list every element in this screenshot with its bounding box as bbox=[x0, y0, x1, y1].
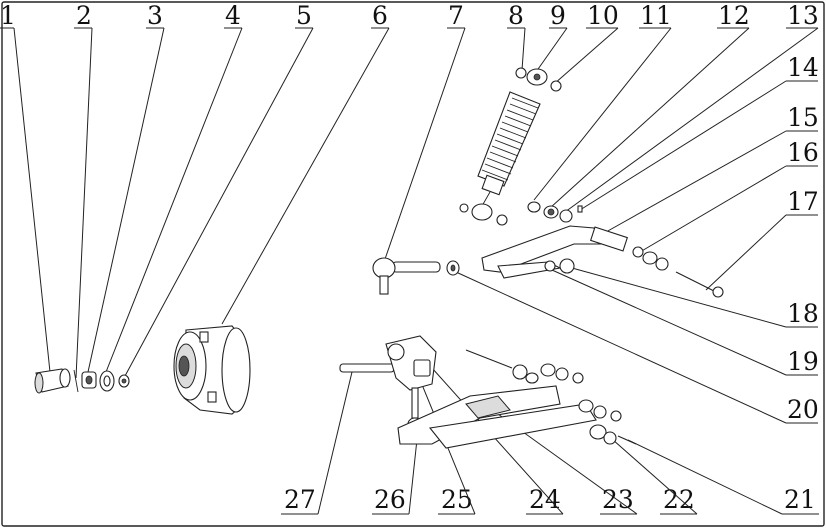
callout-9: 9 bbox=[550, 1, 566, 30]
callout-24: 24 bbox=[529, 485, 561, 514]
shock-absorber-icon bbox=[459, 67, 562, 226]
callout-23: 23 bbox=[602, 485, 634, 514]
callout-4: 4 bbox=[225, 1, 241, 30]
callout-7: 7 bbox=[448, 1, 464, 30]
callout-12: 12 bbox=[718, 1, 750, 30]
callout-13: 13 bbox=[787, 1, 819, 30]
callout-5: 5 bbox=[296, 1, 312, 30]
callout-3: 3 bbox=[147, 1, 163, 30]
brake-drum-hub-icon bbox=[173, 325, 251, 415]
callout-10: 10 bbox=[587, 1, 619, 30]
callout-25: 25 bbox=[441, 485, 473, 514]
callout-2: 2 bbox=[76, 1, 92, 30]
callout-27: 27 bbox=[284, 485, 316, 514]
leader-lines bbox=[13, 27, 819, 515]
washer-icon bbox=[99, 370, 115, 392]
castle-nut-icon bbox=[81, 371, 97, 389]
callout-18: 18 bbox=[787, 299, 819, 328]
callout-17: 17 bbox=[787, 187, 819, 216]
callout-1: 1 bbox=[0, 1, 16, 30]
small-washer-icon bbox=[446, 258, 575, 276]
callout-22: 22 bbox=[663, 485, 695, 514]
small-washer-icon bbox=[118, 374, 130, 388]
callout-20: 20 bbox=[787, 395, 819, 424]
callout-6: 6 bbox=[372, 1, 388, 30]
steering-knuckle-icon bbox=[339, 335, 437, 431]
callout-21: 21 bbox=[784, 485, 816, 514]
upper-a-arm-icon bbox=[481, 225, 724, 298]
callout-26: 26 bbox=[374, 485, 406, 514]
callout-14: 14 bbox=[787, 53, 819, 82]
callout-19: 19 bbox=[787, 347, 819, 376]
lower-a-arm-icon bbox=[397, 349, 637, 449]
callout-16: 16 bbox=[787, 138, 819, 167]
cotter-pin-icon bbox=[73, 369, 79, 393]
hub-cap-icon bbox=[34, 368, 71, 394]
callout-8: 8 bbox=[508, 1, 524, 30]
callout-11: 11 bbox=[640, 1, 672, 30]
washer-icon bbox=[527, 201, 583, 223]
callout-15: 15 bbox=[787, 103, 819, 132]
tie-rod-end-icon bbox=[372, 257, 441, 295]
